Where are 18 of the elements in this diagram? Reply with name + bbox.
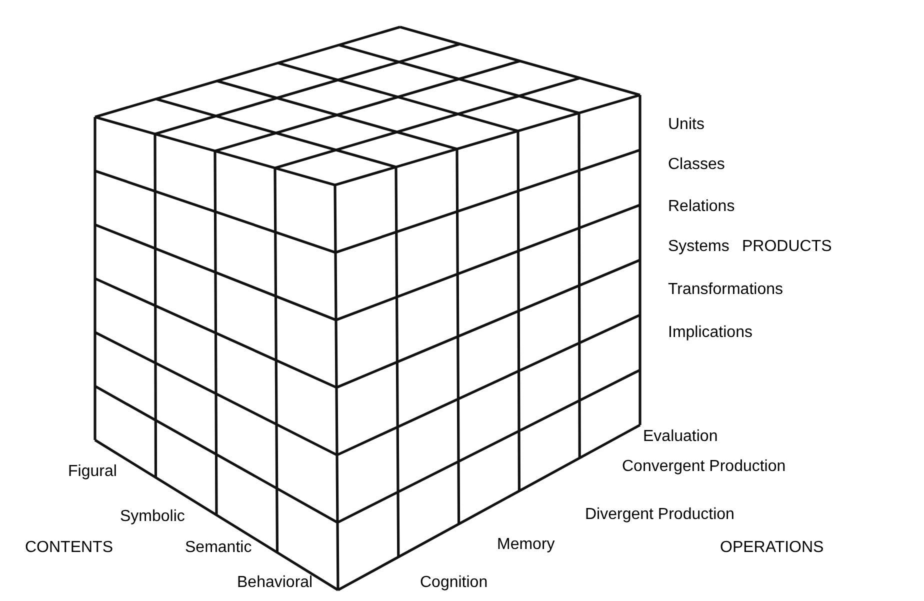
axis-category-label: Convergent Production — [622, 459, 786, 475]
axis-category-label: Implications — [668, 325, 752, 341]
axis-category-label: Memory — [497, 537, 555, 553]
axis-category-label: Systems — [668, 239, 730, 255]
axis-category-label: Classes — [668, 157, 725, 173]
axis-category-label: Divergent Production — [585, 507, 734, 523]
axis-category-label: PRODUCTS — [742, 239, 832, 255]
axis-category-label: Relations — [668, 199, 735, 215]
axis-category-label: Units — [668, 117, 704, 133]
axis-category-label: Symbolic — [120, 509, 185, 525]
axis-category-label: Figural — [68, 464, 117, 480]
axis-category-label: Behavioral — [237, 575, 313, 591]
axis-category-label: Transformations — [668, 282, 783, 298]
axis-category-label: Cognition — [420, 575, 488, 591]
axis-category-label: CONTENTS — [25, 540, 113, 556]
axis-category-label: Evaluation — [643, 429, 718, 445]
axis-category-label: OPERATIONS — [720, 540, 824, 556]
axis-category-label: Semantic — [185, 540, 252, 556]
